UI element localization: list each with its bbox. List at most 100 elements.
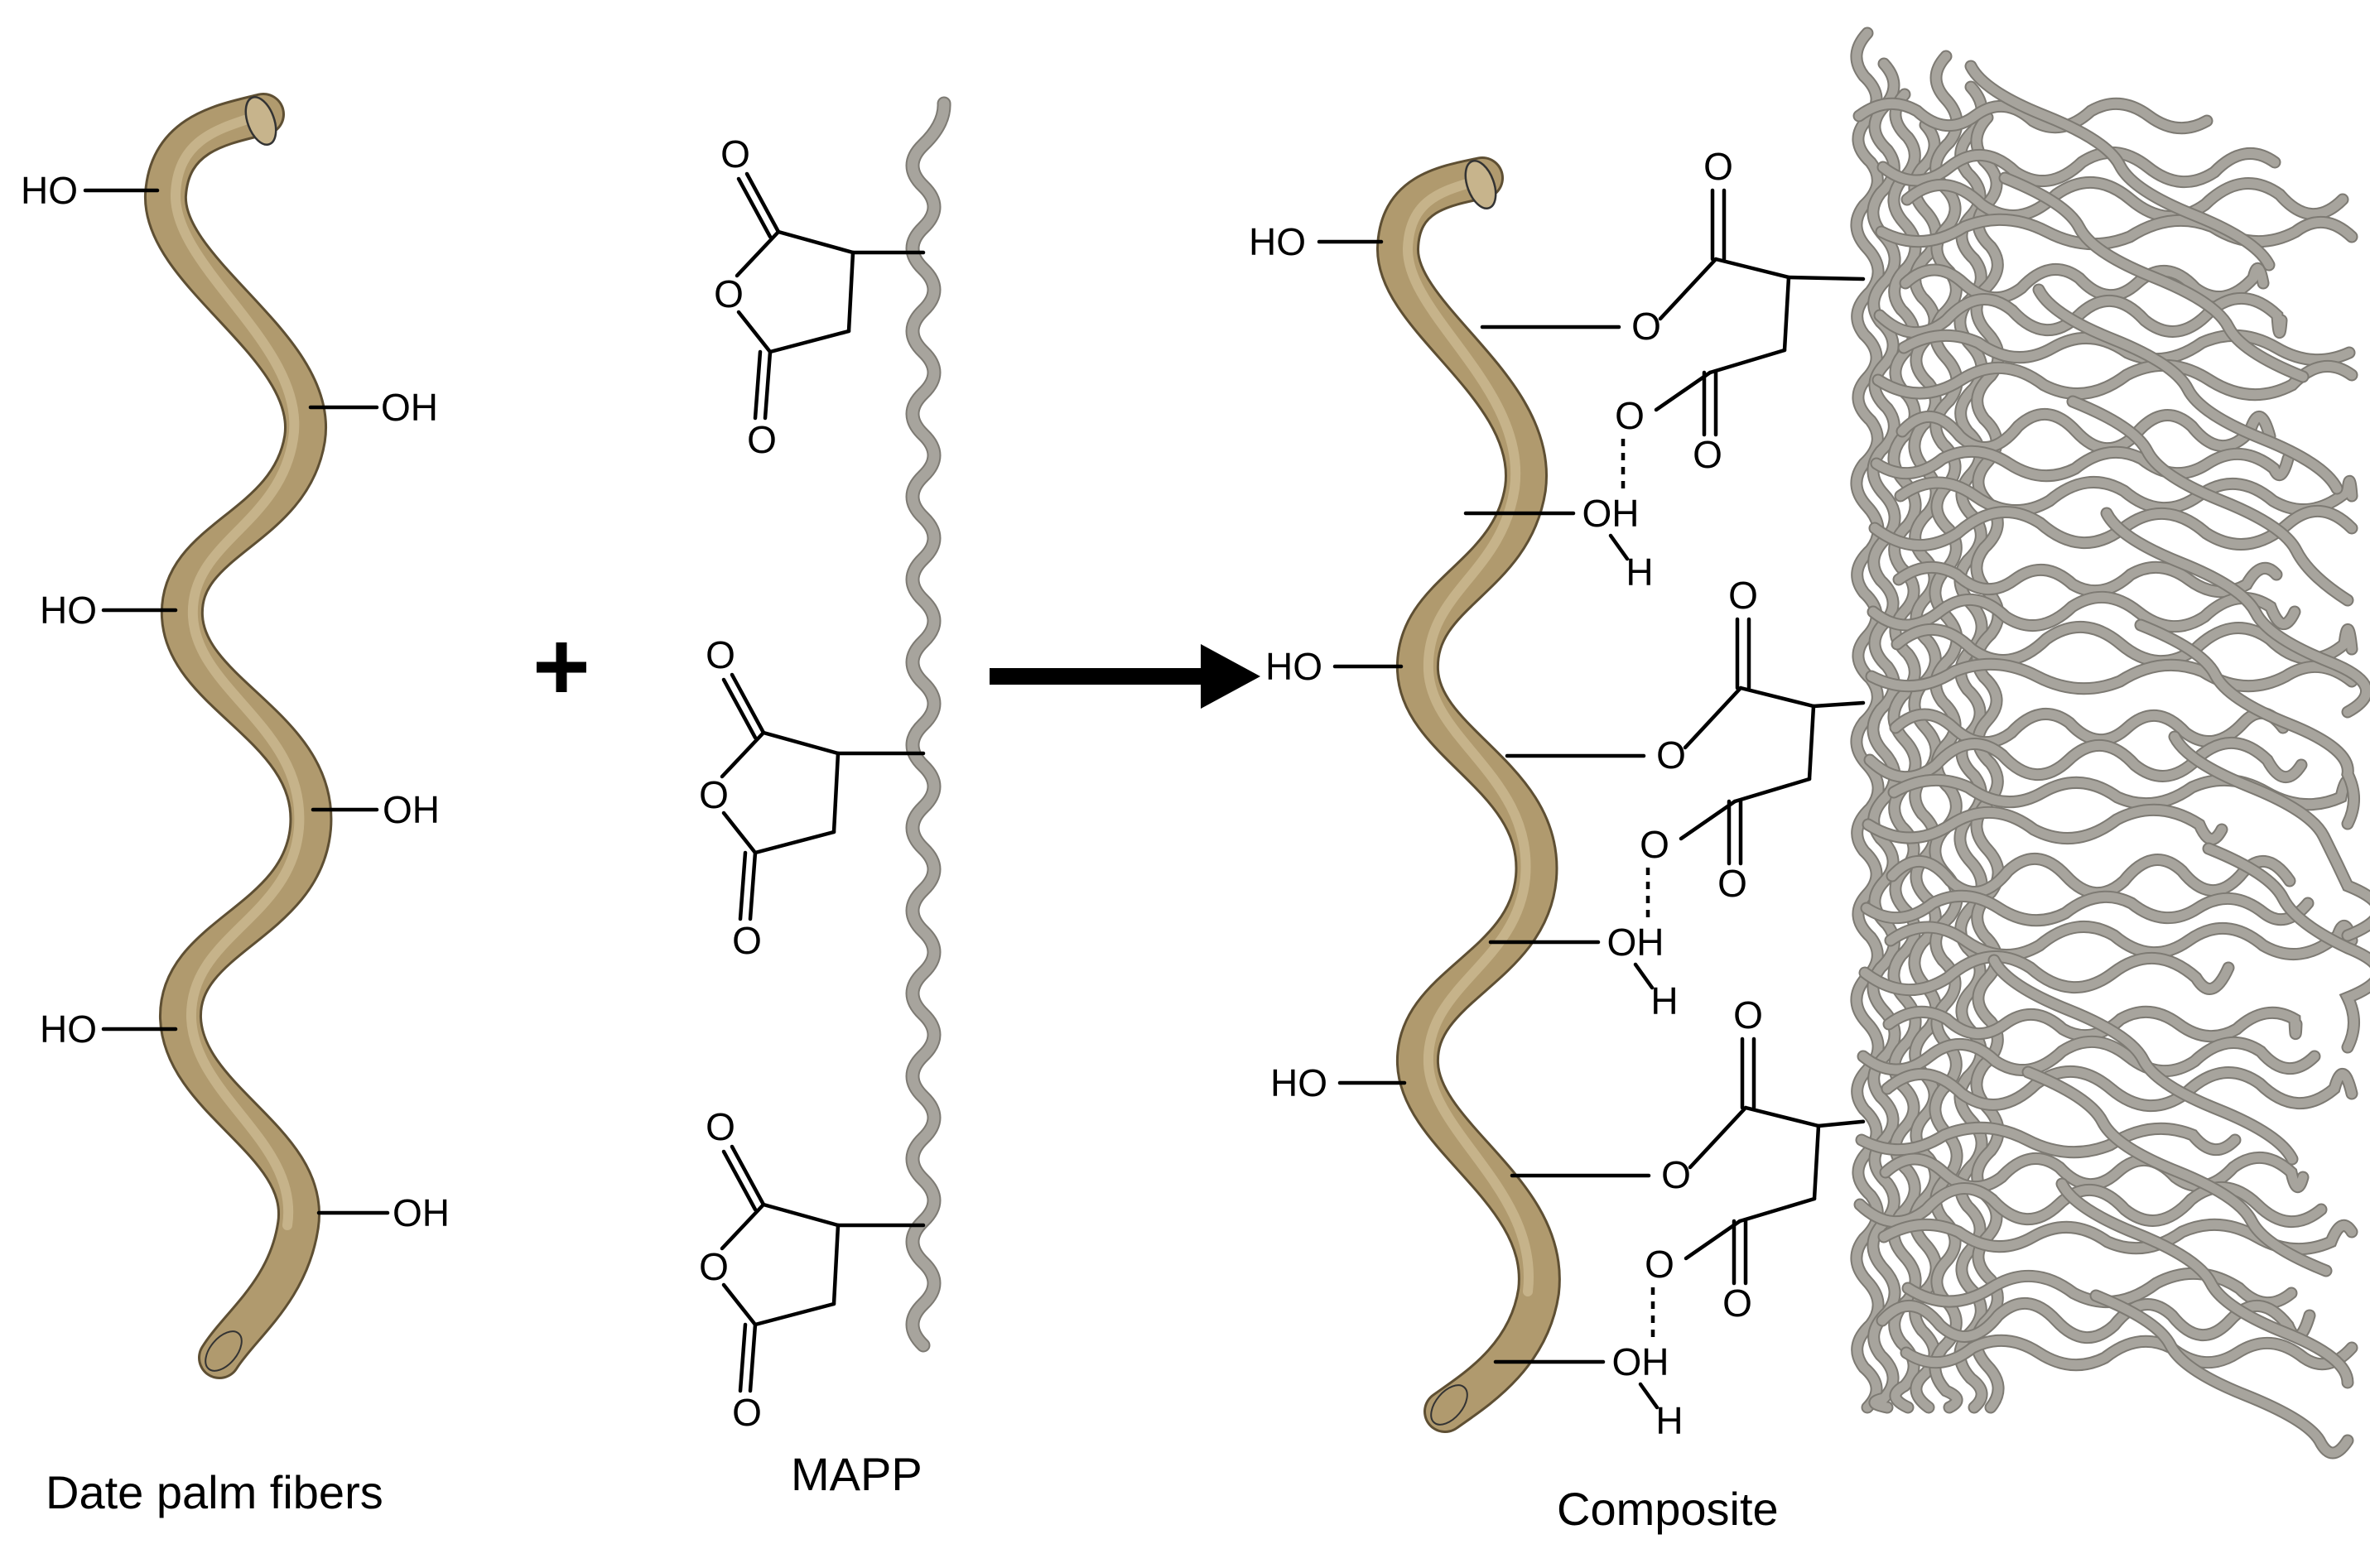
- polymer-chain: [1863, 805, 2227, 844]
- ester-oxygen-label: O: [1661, 1153, 1691, 1196]
- polymer-chain: [1966, 61, 2274, 270]
- polymer-matrix: [1850, 26, 2370, 1460]
- fiber-highlight: [170, 113, 305, 1230]
- chemical-bond: [721, 1149, 758, 1212]
- polymer-chain: [1891, 708, 2288, 748]
- anhydride-ring: OOO: [699, 633, 926, 962]
- ring-oxygen-label: O: [699, 773, 729, 816]
- carbonyl-oxygen-label: O: [1693, 433, 1722, 476]
- chemical-bond: [1688, 1105, 1748, 1170]
- hydroxyl-label: HO: [21, 169, 78, 212]
- polymer-chain: [1902, 177, 2348, 222]
- polymer-chain: [1875, 294, 2286, 337]
- anhydride-ring: OOO: [699, 1105, 926, 1434]
- chemical-bond: [1811, 700, 1866, 709]
- chemical-bond: [738, 1322, 748, 1393]
- fiber-end-cap-bottom: [1430, 1384, 1468, 1426]
- polymer-chain: [2204, 844, 2370, 1052]
- chemical-bond: [1633, 962, 1655, 990]
- polymer-chain: [1862, 891, 2313, 926]
- polymer-chain: [1882, 1066, 2357, 1111]
- chemical-bond: [1816, 1119, 1866, 1128]
- polymer-chain: [1889, 775, 2357, 810]
- chemical-bond: [748, 1322, 758, 1393]
- carbonyl-oxygen-label: O: [706, 1105, 735, 1148]
- hydroxyl-label: OH: [381, 386, 438, 429]
- chemical-bond: [720, 1202, 766, 1251]
- polymer-chain: [2023, 1067, 2331, 1276]
- polymer-chain: [2034, 285, 2342, 493]
- chemical-bond: [720, 730, 766, 779]
- chemical-bond: [753, 1301, 836, 1327]
- carbonyl-oxygen-label: O: [747, 418, 777, 461]
- polymer-chain: [2170, 732, 2370, 940]
- carbonyl-oxygen-label: O: [1733, 993, 1763, 1037]
- acid-oxygen-label: O: [1645, 1243, 1674, 1286]
- chemical-bond: [1638, 1382, 1659, 1410]
- fiber-end-cap-bottom: [205, 1330, 243, 1372]
- hydrogen-label: H: [1626, 551, 1653, 594]
- hydroxyl-label: OH: [383, 788, 440, 831]
- chemical-bond: [1679, 799, 1737, 841]
- polymer-chain: [1900, 264, 2268, 303]
- chemical-bond: [748, 850, 758, 921]
- chemical-bond: [721, 1282, 758, 1327]
- hydroxyl-label: HO: [1270, 1061, 1327, 1104]
- date-palm-fiber: [144, 93, 333, 1379]
- composite-free-hydroxyls: HO HO HO: [1249, 220, 1407, 1104]
- chemical-bond: [1732, 777, 1812, 804]
- chemical-bond: [1708, 348, 1787, 375]
- acid-oxygen-label: O: [1615, 394, 1645, 437]
- hydroxyl-label: HO: [40, 1008, 97, 1051]
- chemical-bond: [761, 1202, 841, 1228]
- composite-fiber: [1376, 156, 1561, 1433]
- polymer-chain: [2000, 173, 2308, 382]
- polymer-chain: [1886, 921, 2357, 960]
- polymer-chain: [1852, 28, 1883, 1412]
- polymer-chain: [1901, 1335, 2357, 1370]
- hydrogen-label: H: [1650, 979, 1678, 1022]
- chemical-bond: [721, 810, 758, 855]
- hydroxyl-label: OH: [1612, 1340, 1669, 1383]
- chemical-bond: [1658, 257, 1718, 321]
- chemical-bond: [753, 830, 836, 855]
- ring-oxygen-label: O: [714, 272, 744, 315]
- polymer-chain: [1871, 446, 2293, 481]
- polymer-chain: [2091, 1291, 2353, 1458]
- chemical-bond: [736, 176, 773, 239]
- carbonyl-oxygen-label: O: [1703, 145, 1733, 188]
- chemical-bond: [753, 349, 763, 421]
- fiber-hydroxyl-groups: HO OH HO OH HO OH: [21, 169, 450, 1234]
- polymer-chain: [907, 98, 950, 1351]
- right-arrow-icon: [990, 644, 1260, 709]
- carbonyl-oxygen-label: O: [732, 919, 762, 962]
- ester-oxygen-label: O: [1631, 305, 1661, 348]
- hydroxyl-label: HO: [40, 589, 97, 632]
- chemical-bond: [1684, 1219, 1742, 1261]
- polymer-chain: [1879, 1219, 2357, 1254]
- carbonyl-oxygen-label: O: [720, 132, 750, 176]
- carbonyl-oxygen-label: O: [1717, 862, 1747, 905]
- polymer-chain: [1865, 738, 2306, 782]
- polymer-chain: [1854, 99, 2212, 133]
- polymer-chain: [1989, 955, 2297, 1164]
- chemical-bond: [1713, 257, 1791, 280]
- polymer-chain: [1876, 214, 2357, 249]
- fiber-end-cap: [1464, 160, 1497, 209]
- acid-oxygen-label: O: [1640, 823, 1669, 866]
- fiber-caption: Date palm fibers: [46, 1466, 383, 1518]
- chemical-bond: [1683, 685, 1743, 750]
- chemical-bond: [761, 730, 841, 756]
- polymer-chain: [2068, 397, 2353, 605]
- chemical-bond: [846, 250, 855, 334]
- composite-caption: Composite: [1557, 1483, 1779, 1535]
- fiber-body: [147, 95, 330, 1377]
- plus-icon: [537, 642, 586, 692]
- chemical-bond: [831, 1223, 841, 1306]
- polymer-chain: [1867, 659, 2357, 694]
